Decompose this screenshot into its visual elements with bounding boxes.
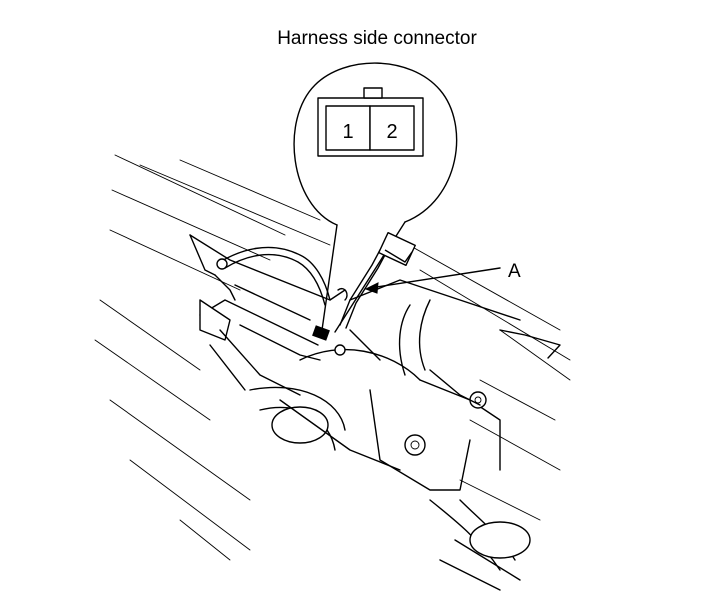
pin-2-label: 2 [386,121,397,143]
wire-harness [216,231,416,341]
column-outline [94,154,571,561]
connector-lock-tab [363,87,383,99]
pin-1-label: 1 [342,121,353,143]
callout-a-label: A [508,261,521,282]
callout-a: A [364,261,521,294]
pin-2-cavity [369,105,415,151]
column-shaft-end [271,406,329,444]
harness-clip [216,258,228,270]
tilt-lever-pivot [469,391,487,409]
harness-side-connector: 1 2 [317,87,424,157]
universal-joint [469,521,531,559]
diagram-title-text: Harness side connector [277,28,477,49]
bracket-hole [334,344,346,356]
sensor-bracket [378,231,416,267]
diagram-title: Harness side connector [0,28,704,50]
steering-column [189,234,561,591]
connector-plug [312,325,330,341]
mounting-bolt [404,434,426,456]
